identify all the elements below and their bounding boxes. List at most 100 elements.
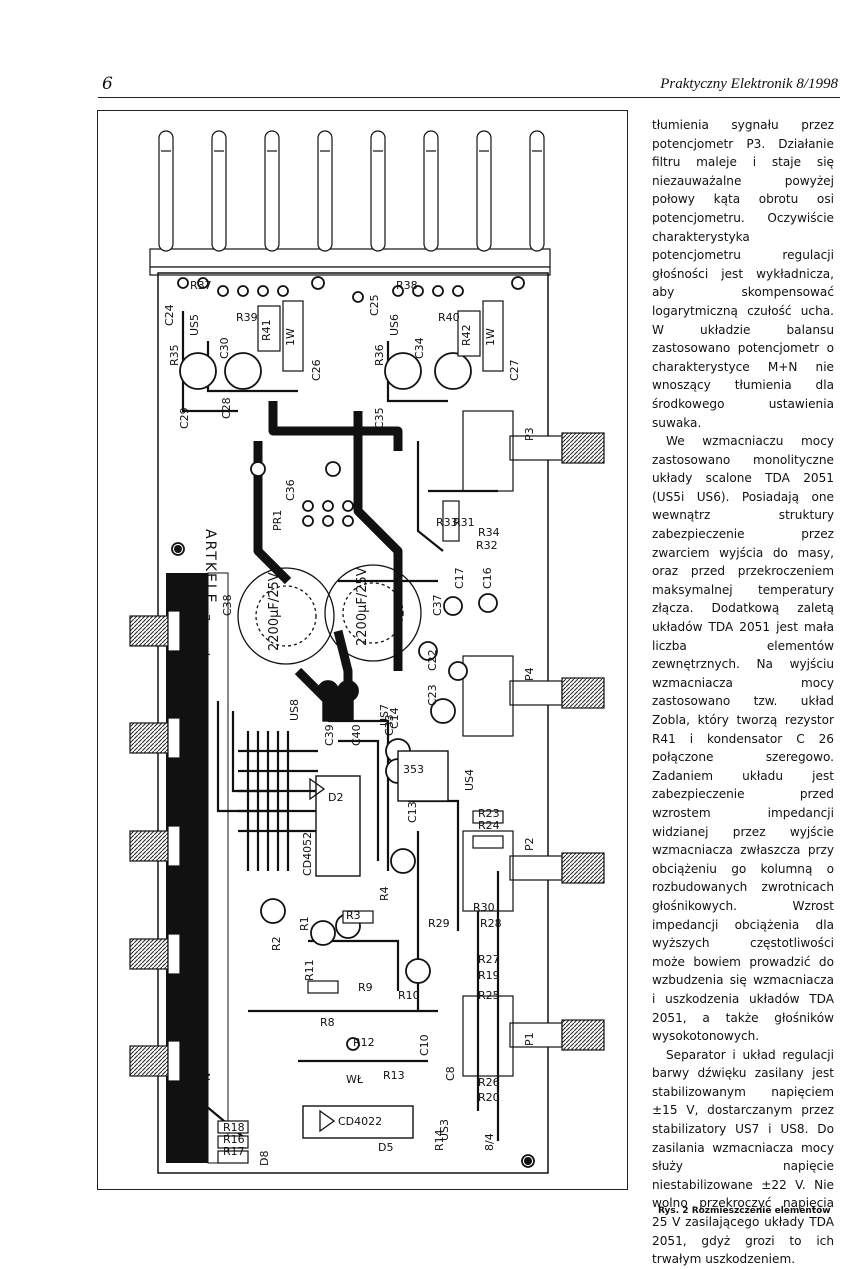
label-c34: C34 bbox=[413, 337, 426, 359]
cap-label-right: 2200µF/25V bbox=[355, 567, 370, 646]
label-c23: C23 bbox=[426, 684, 439, 706]
rca-jack bbox=[129, 933, 181, 975]
label-p: P bbox=[200, 649, 213, 656]
label-r28: R28 bbox=[480, 917, 502, 930]
label-r25: R25 bbox=[478, 989, 500, 1002]
label-c24: C24 bbox=[163, 304, 176, 326]
label-r9: R9 bbox=[358, 981, 373, 994]
label-c35: C35 bbox=[373, 407, 386, 429]
label-r35: R35 bbox=[168, 344, 181, 366]
label-r10: R10 bbox=[398, 989, 420, 1002]
label-c16: C16 bbox=[481, 567, 494, 589]
label-1w-left: 1W bbox=[284, 328, 297, 346]
pot-knob-p2 bbox=[509, 852, 605, 884]
label-r13: R13 bbox=[383, 1069, 405, 1082]
signal-traces bbox=[181, 311, 500, 1142]
label-r26: R26 bbox=[478, 1076, 500, 1089]
label-c10: C10 bbox=[418, 1034, 431, 1056]
pot-knob-p1 bbox=[509, 1019, 605, 1051]
label-r31: R31 bbox=[453, 516, 475, 529]
potentiometer-knobs bbox=[509, 432, 605, 1051]
heatsink bbox=[149, 130, 551, 276]
label-r27: R27 bbox=[478, 953, 500, 966]
label-r18: R18 bbox=[223, 1121, 245, 1134]
label-r11: R11 bbox=[303, 959, 316, 981]
label-r24: R24 bbox=[478, 819, 500, 832]
rca-jacks bbox=[129, 610, 181, 1082]
figure-caption: Rys. 2 Rozmieszczenie elementów bbox=[658, 1206, 831, 1216]
label-r23: R23 bbox=[478, 807, 500, 820]
pot-knob-p3 bbox=[509, 432, 605, 464]
label-d2: D2 bbox=[328, 791, 343, 804]
label-p2: P2 bbox=[523, 837, 536, 851]
journal-title: Praktyczny Elektronik 8/1998 bbox=[660, 76, 838, 92]
label-r14: R14 bbox=[433, 1129, 446, 1151]
header-rule bbox=[98, 97, 840, 98]
rca-jack bbox=[129, 825, 181, 867]
label-c36: C36 bbox=[284, 479, 297, 501]
mount-holes bbox=[174, 545, 532, 1165]
label-us6: US6 bbox=[388, 314, 401, 336]
ic-353-label: 353 bbox=[403, 763, 424, 776]
power-traces bbox=[253, 401, 403, 711]
label-c26: C26 bbox=[310, 359, 323, 381]
ics bbox=[302, 690, 449, 1139]
pcb-labels: ARTKELE 2200µF/25V 2200µF/25V CD4052 CD4… bbox=[163, 279, 536, 1166]
label-l: L bbox=[200, 614, 213, 621]
label-c37: C37 bbox=[431, 594, 444, 616]
label-p1: P1 bbox=[523, 1032, 536, 1046]
page-number: 6 bbox=[102, 74, 113, 94]
label-r4: R4 bbox=[378, 886, 391, 901]
label-us4: US4 bbox=[463, 769, 476, 791]
label-d5: D5 bbox=[378, 1141, 393, 1154]
label-c17: C17 bbox=[453, 567, 466, 589]
label-r42: R42 bbox=[460, 324, 473, 346]
label-r38: R38 bbox=[396, 279, 418, 292]
label-c29: C29 bbox=[178, 407, 191, 429]
resistors bbox=[217, 300, 504, 1164]
label-r40: R40 bbox=[438, 311, 460, 324]
ic-cd4052-label: CD4052 bbox=[301, 832, 314, 876]
brand-label: ARTKELE bbox=[202, 529, 218, 605]
label-r16: R16 bbox=[223, 1133, 245, 1146]
label-c40: C40 bbox=[350, 724, 363, 746]
ic-cd4022-label: CD4022 bbox=[338, 1115, 382, 1128]
label-r3: R3 bbox=[346, 909, 361, 922]
label-n: N bbox=[200, 1073, 213, 1081]
label-c27: C27 bbox=[508, 359, 521, 381]
potentiometer-bodies bbox=[462, 410, 514, 1077]
label-r19: R19 bbox=[478, 969, 500, 982]
pcb-figure: ARTKELE 2200µF/25V 2200µF/25V CD4052 CD4… bbox=[97, 110, 628, 1190]
label-c38: C38 bbox=[221, 594, 234, 616]
label-c30: C30 bbox=[218, 337, 231, 359]
label-1w-right: 1W bbox=[484, 328, 497, 346]
label-c13: C13 bbox=[406, 801, 419, 823]
label-us7: US7 bbox=[378, 704, 391, 726]
label-r34: R34 bbox=[478, 526, 500, 539]
label-wl: WŁ bbox=[346, 1073, 364, 1086]
label-c39: C39 bbox=[323, 724, 336, 746]
label-p4: P4 bbox=[523, 667, 536, 681]
label-r39: R39 bbox=[236, 311, 258, 324]
rca-jack bbox=[129, 717, 181, 759]
label-c25: C25 bbox=[368, 294, 381, 316]
label-r41: R41 bbox=[260, 319, 273, 341]
label-ident: 8/4 bbox=[483, 1133, 496, 1151]
diodes bbox=[309, 777, 336, 1133]
big-capacitors bbox=[237, 564, 422, 665]
label-pr1: PR1 bbox=[271, 510, 284, 531]
rca-jack bbox=[129, 1040, 181, 1082]
label-r17: R17 bbox=[223, 1145, 245, 1158]
label-r12: R12 bbox=[353, 1036, 375, 1049]
label-r1: R1 bbox=[298, 916, 311, 931]
label-c14: C14 bbox=[388, 707, 401, 729]
label-p3: P3 bbox=[523, 427, 536, 441]
label-c22: C22 bbox=[426, 649, 439, 671]
label-us3: US3 bbox=[438, 1119, 451, 1141]
label-r37: R37 bbox=[190, 279, 212, 292]
label-us8: US8 bbox=[288, 699, 301, 721]
label-c8: C8 bbox=[444, 1066, 457, 1081]
label-r32: R32 bbox=[476, 539, 498, 552]
label-r33: R33 bbox=[436, 516, 458, 529]
pcb-layout-drawing: ARTKELE 2200µF/25V 2200µF/25V CD4052 CD4… bbox=[129, 130, 605, 1174]
